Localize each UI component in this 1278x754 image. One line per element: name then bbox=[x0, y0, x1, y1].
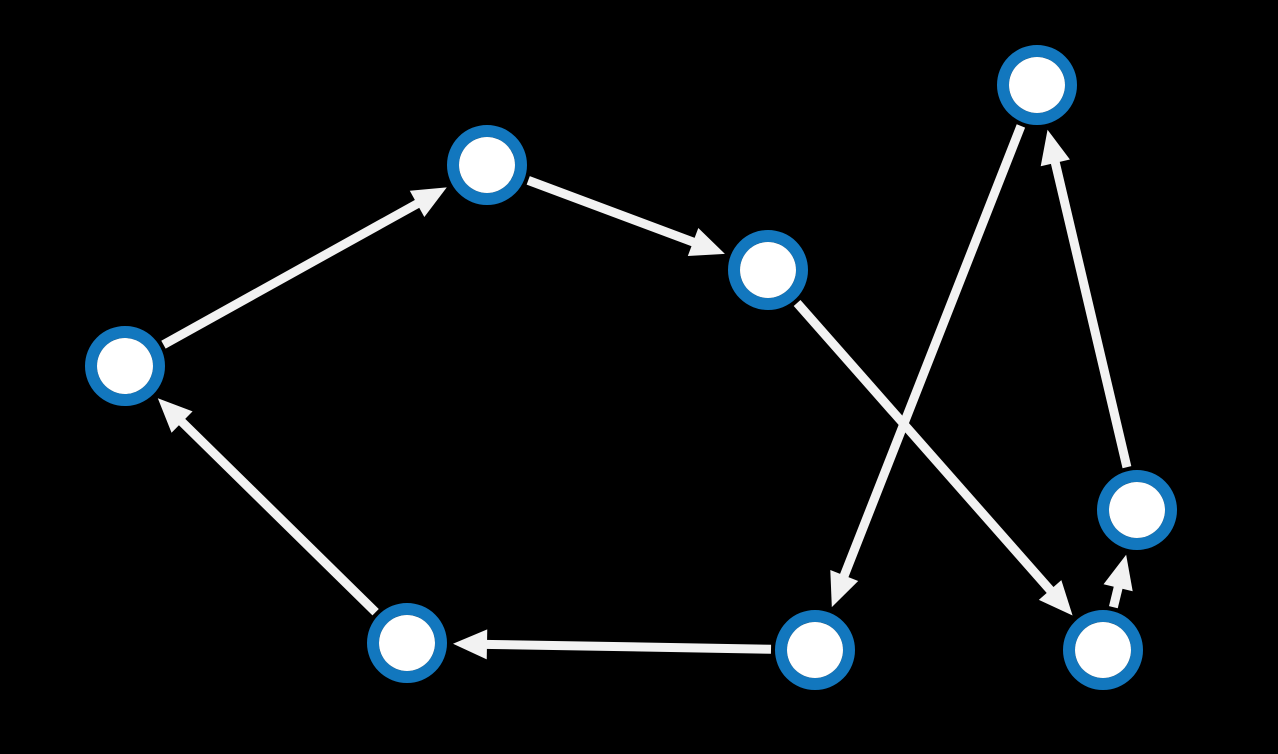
node-ring bbox=[997, 45, 1077, 125]
arrowhead-icon bbox=[1103, 554, 1133, 592]
node-ring bbox=[775, 610, 855, 690]
edge-shaft bbox=[161, 198, 422, 349]
edge-left-to-upper-left[interactable] bbox=[161, 187, 447, 349]
edge-bottom-right-to-right-middle[interactable] bbox=[1103, 554, 1133, 609]
edge-shaft bbox=[1109, 583, 1124, 609]
node-core bbox=[459, 137, 515, 193]
arrowhead-icon bbox=[452, 629, 488, 660]
node-upper-left[interactable] bbox=[447, 125, 527, 205]
arrowhead-icon bbox=[1038, 580, 1073, 616]
node-core bbox=[1075, 622, 1131, 678]
edge-shaft bbox=[1050, 158, 1132, 469]
edge-upper-middle-to-bottom-right[interactable] bbox=[793, 300, 1073, 616]
arrowhead-icon bbox=[157, 398, 193, 433]
nodes-layer bbox=[85, 45, 1177, 690]
node-core bbox=[1009, 57, 1065, 113]
edge-top-right-to-bottom-middle[interactable] bbox=[830, 124, 1026, 608]
node-ring bbox=[1097, 470, 1177, 550]
node-top-right[interactable] bbox=[997, 45, 1077, 125]
node-right-middle[interactable] bbox=[1097, 470, 1177, 550]
edge-shaft bbox=[793, 300, 1056, 596]
node-ring bbox=[447, 125, 527, 205]
edge-right-middle-to-top-right[interactable] bbox=[1040, 129, 1132, 469]
node-core bbox=[740, 242, 796, 298]
edge-shaft bbox=[526, 176, 698, 248]
node-core bbox=[379, 615, 435, 671]
node-bottom-right[interactable] bbox=[1063, 610, 1143, 690]
node-upper-middle[interactable] bbox=[728, 230, 808, 310]
node-bottom-left[interactable] bbox=[367, 603, 447, 683]
node-ring bbox=[1063, 610, 1143, 690]
node-bottom-middle[interactable] bbox=[775, 610, 855, 690]
edge-bottom-middle-to-bottom-left[interactable] bbox=[452, 629, 772, 660]
node-ring bbox=[85, 326, 165, 406]
edge-upper-left-to-upper-middle[interactable] bbox=[526, 176, 725, 257]
arrowhead-icon bbox=[409, 187, 447, 217]
node-ring bbox=[728, 230, 808, 310]
edge-bottom-left-to-left[interactable] bbox=[157, 398, 379, 616]
node-core bbox=[97, 338, 153, 394]
edge-shaft bbox=[176, 416, 379, 616]
arrowhead-icon bbox=[1040, 129, 1070, 167]
arrowhead-icon bbox=[830, 570, 859, 608]
edges-layer bbox=[157, 124, 1133, 660]
edge-shaft bbox=[838, 124, 1026, 580]
node-left[interactable] bbox=[85, 326, 165, 406]
node-ring bbox=[367, 603, 447, 683]
edge-shaft bbox=[483, 639, 772, 654]
arrowhead-icon bbox=[687, 227, 725, 257]
node-core bbox=[1109, 482, 1165, 538]
node-core bbox=[787, 622, 843, 678]
